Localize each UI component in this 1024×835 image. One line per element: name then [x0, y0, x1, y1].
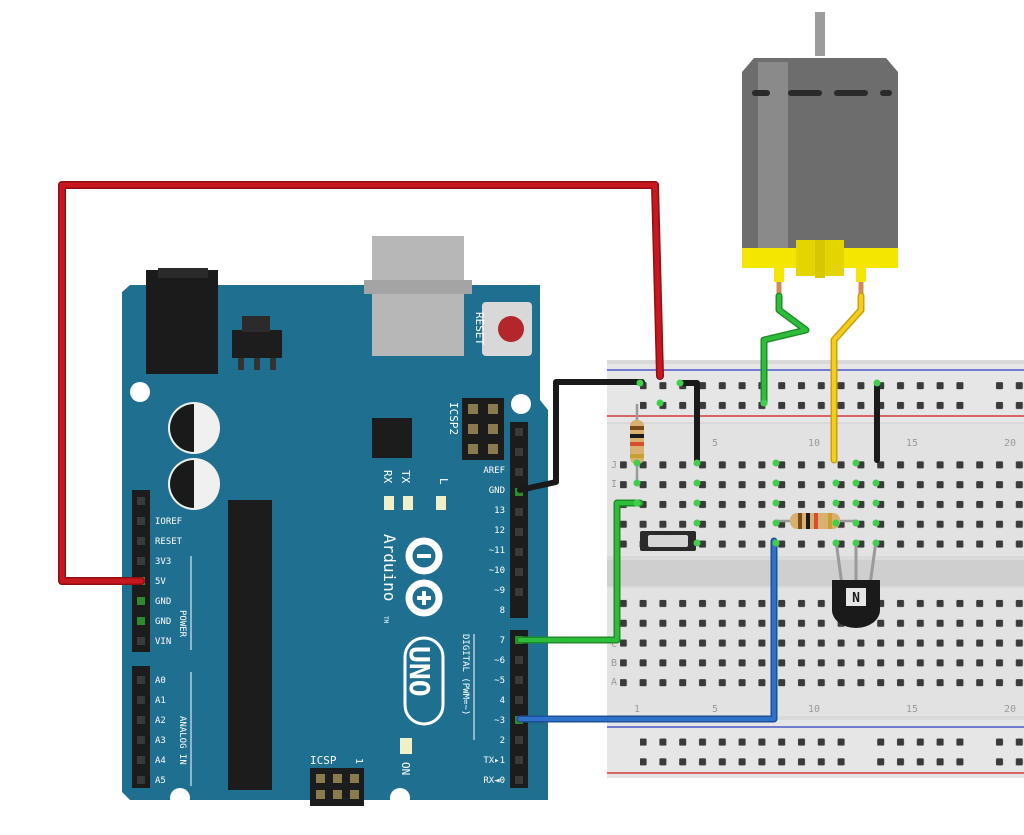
- column-number: 15: [906, 438, 918, 449]
- pin-label: 5V: [155, 577, 166, 587]
- pin-label: ~5: [494, 676, 505, 686]
- microcontroller-chip: [228, 500, 272, 790]
- row-letter: A: [611, 677, 617, 688]
- column-number: 10: [808, 438, 820, 449]
- bottom-power-rail-holes: [640, 733, 850, 771]
- analog-header-label: ANALOG IN: [177, 716, 187, 765]
- digital-header-bottom: [510, 630, 528, 788]
- row-letter: I: [611, 479, 617, 490]
- usb-connector: [372, 236, 464, 356]
- tx-led: [403, 496, 413, 510]
- pin-label: A1: [155, 696, 166, 706]
- push-button[interactable]: [640, 531, 696, 551]
- pin-label: ~10: [489, 566, 505, 576]
- usb-chip: [372, 418, 412, 458]
- tx-label: TX: [399, 470, 412, 484]
- digital-header-top: [510, 422, 528, 618]
- pin-label: 3V3: [155, 557, 171, 567]
- infinity-logo-icon: [405, 537, 443, 617]
- pin-label: A0: [155, 676, 166, 686]
- power-header-label: POWER: [177, 610, 187, 638]
- reset-label: RESET: [473, 312, 486, 345]
- lower-terminal-holes: [620, 592, 1024, 692]
- power-jack: [146, 270, 218, 374]
- digital-header-label: DIGITAL (PWM=~): [460, 634, 470, 715]
- column-number: 20: [1004, 438, 1016, 449]
- pin-label: 4: [500, 696, 505, 706]
- icsp-pin1-label: 1: [353, 758, 364, 764]
- black-jumper-wire: [677, 380, 700, 463]
- pin-label: TX▸1: [483, 756, 505, 766]
- power-header: [132, 490, 150, 652]
- pin-label: GND: [155, 597, 171, 607]
- row-letter: J: [611, 460, 617, 471]
- icsp2-label: ICSP2: [447, 402, 460, 435]
- on-led: [400, 738, 412, 754]
- pin-label: RX◄0: [483, 776, 505, 786]
- pin-label: 12: [494, 526, 505, 536]
- top-power-rail-holes: [640, 374, 970, 412]
- dc-motor: [742, 12, 898, 296]
- pin-label: A5: [155, 776, 166, 786]
- connection-highlights: [633, 379, 881, 547]
- icsp-label: ICSP: [310, 754, 337, 767]
- pin-label: RESET: [155, 537, 183, 547]
- pin-label: GND: [489, 486, 505, 496]
- pin-label: GND: [155, 617, 171, 627]
- brand-label: Arduino: [380, 534, 399, 601]
- pin-label: ~9: [494, 586, 505, 596]
- pin-label: IOREF: [155, 517, 182, 527]
- pin-label: ~6: [494, 656, 505, 666]
- rx-led: [384, 496, 394, 510]
- column-number: 5: [712, 704, 718, 715]
- pin-label: A2: [155, 716, 166, 726]
- pin-label: 13: [494, 506, 505, 516]
- column-number: 10: [808, 704, 820, 715]
- analog-header: [132, 666, 150, 788]
- pin-label: AREF: [483, 466, 505, 476]
- pin-label: A3: [155, 736, 166, 746]
- pin-label: A4: [155, 756, 166, 766]
- model-label: UNO: [403, 646, 436, 697]
- pin-label: 7: [500, 636, 505, 646]
- pin-label: ~11: [489, 546, 505, 556]
- pin-label: VIN: [155, 637, 171, 647]
- breadboard: 1 5 10 15 20 1 5 10 15 20 J I C B A: [607, 360, 1024, 778]
- column-number: 5: [712, 438, 718, 449]
- motor-shaft: [815, 12, 825, 56]
- uno-badge: [403, 636, 445, 726]
- npn-transistor: N: [832, 540, 880, 628]
- black-wire-gnd: [517, 379, 645, 493]
- row-letter: B: [611, 658, 617, 669]
- column-number: 1: [634, 704, 640, 715]
- l-led: [436, 496, 446, 510]
- row-letter: C: [611, 639, 617, 650]
- rx-label: RX: [381, 470, 394, 484]
- trademark: TM: [382, 616, 389, 624]
- column-number: 15: [906, 704, 918, 715]
- l-label: L: [437, 478, 450, 485]
- pulldown-resistor: [630, 404, 644, 480]
- transistor-label: N: [852, 591, 860, 606]
- voltage-regulator: [232, 330, 282, 358]
- pin-label: 2: [500, 736, 505, 746]
- pin-label: ~3: [494, 716, 505, 726]
- base-resistor: [776, 513, 856, 529]
- icsp-header: [310, 768, 364, 806]
- pin-label: 8: [500, 606, 505, 616]
- arduino-uno-board: RESET ICSP2 RX TX L ON Arduino TM: [122, 236, 548, 808]
- column-number: 20: [1004, 704, 1016, 715]
- on-label: ON: [399, 762, 412, 775]
